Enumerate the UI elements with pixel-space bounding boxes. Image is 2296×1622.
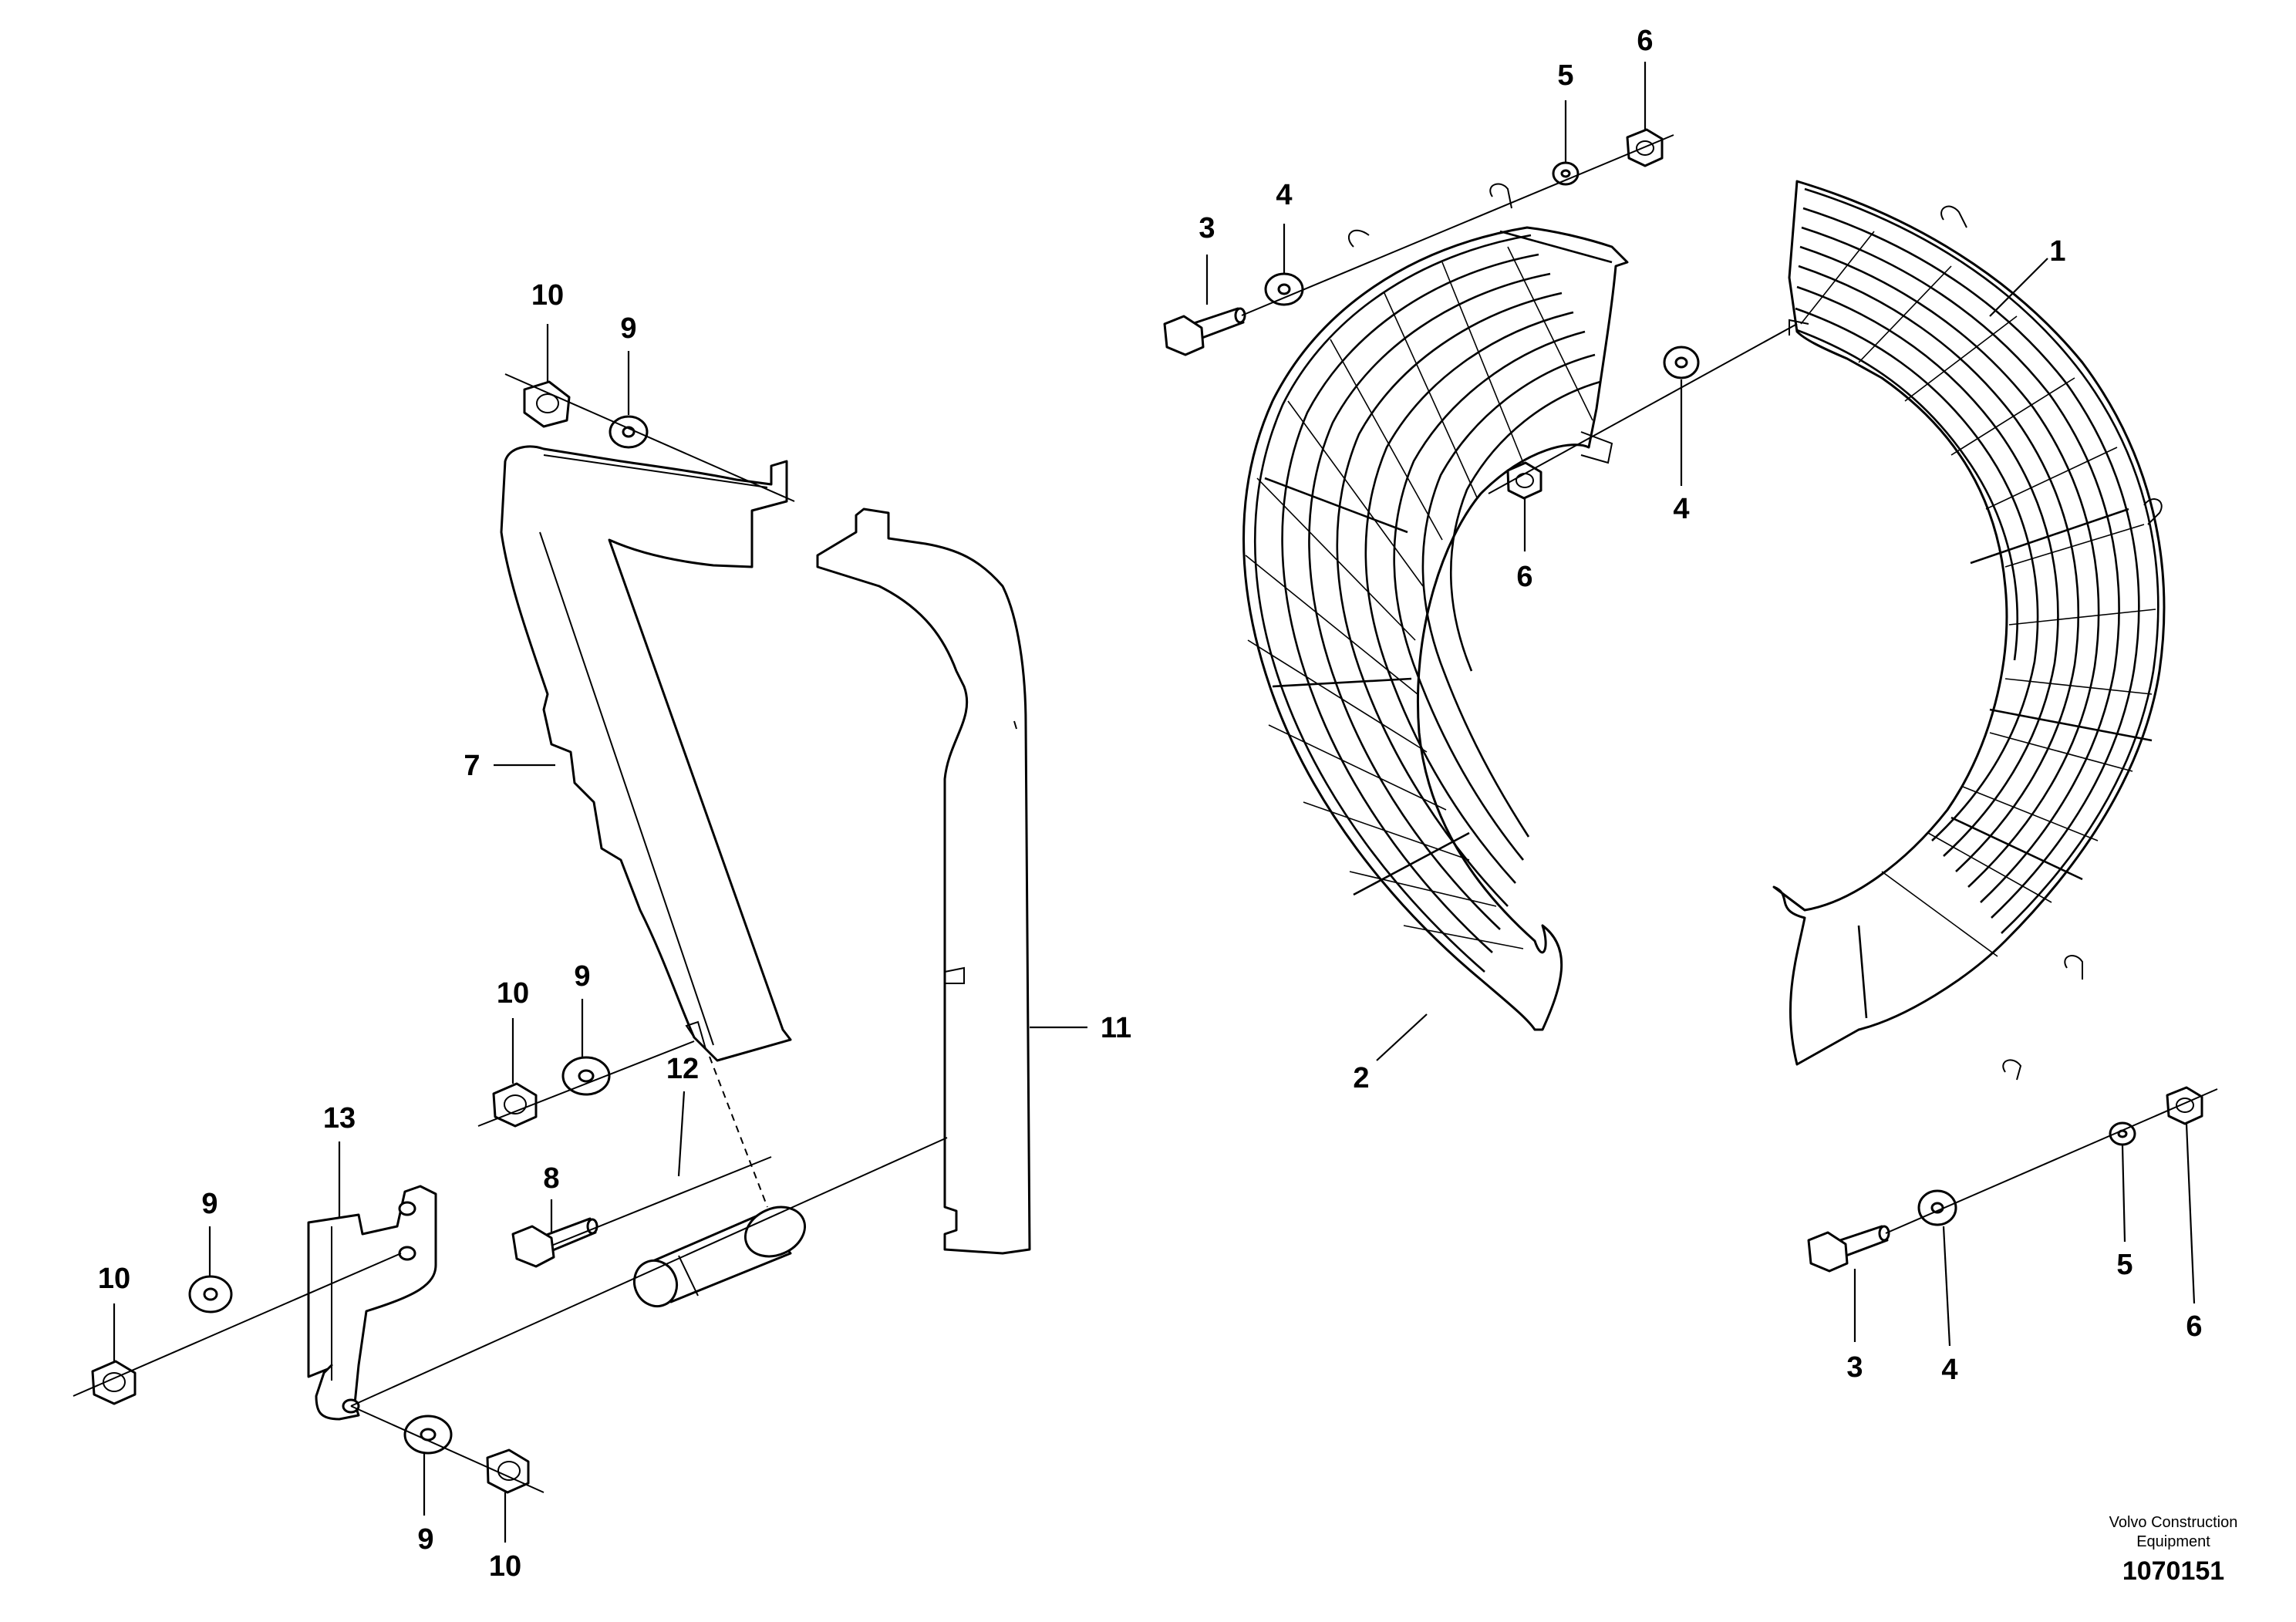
callout-12: 12 [666,1053,699,1085]
callout-13: 13 [323,1102,356,1135]
part-13-bracket [307,1185,437,1421]
part-6-nut-bottom [2166,1086,2203,1125]
callout-3-top: 3 [1199,212,1215,244]
callout-6-top: 6 [1637,25,1653,57]
callout-9-top: 9 [620,312,636,345]
part-10-nut-mid [492,1082,538,1128]
callout-4-mid: 4 [1673,493,1689,525]
part-9-washer-mid [561,1056,611,1096]
callout-8: 8 [543,1162,559,1195]
callout-6-bottom: 6 [2186,1310,2202,1343]
part-12-spacer [632,1206,807,1308]
part-5-washer-top [1552,161,1580,186]
callout-11: 11 [1101,1012,1131,1044]
callout-4-top: 4 [1276,179,1292,211]
credit-line-2: Equipment [2136,1533,2210,1550]
part-9-washer-top [609,415,649,449]
callout-4-bottom: 4 [1941,1354,1957,1386]
callout-labels: 1 2 3 3 4 4 4 5 5 6 6 6 7 8 9 9 9 9 10 1… [98,25,2203,1583]
part-9-washer-bottom [403,1415,453,1455]
part-4-washer-bottom [1917,1189,1957,1226]
part-10-nut-bottom [486,1448,530,1494]
assembly-lines-right [1241,134,2218,1234]
part-11-plate [816,508,1031,1255]
part-8-bolt [511,1217,598,1268]
part-3-bolt-bottom [1807,1225,1890,1273]
callout-9-mid: 9 [574,960,590,993]
document-number: 1070151 [2122,1556,2224,1586]
callout-10-top: 10 [531,279,564,312]
callout-9-left: 9 [201,1188,217,1220]
leader-lines [113,62,2196,1543]
part-10-nut-left [91,1360,137,1405]
callout-10-mid: 10 [497,977,529,1010]
callout-5-top: 5 [1557,59,1573,92]
callout-3-bottom: 3 [1846,1351,1863,1384]
part-2-fan-guard [1242,183,1629,1031]
dashed-alignment-line [709,1056,768,1208]
part-10-nut-top [523,380,571,428]
part-1-fan-guard [1772,180,2166,1081]
part-7-bracket [500,445,792,1062]
callout-6-mid: 6 [1516,561,1532,593]
credit-line-1: Volvo Construction [2109,1514,2238,1531]
part-4-washer-mid [1663,346,1700,379]
callout-1: 1 [2049,235,2065,268]
callout-9-bottom: 9 [417,1523,433,1556]
part-6-nut-mid [1506,461,1542,500]
callout-10-left: 10 [98,1263,130,1295]
callout-10-bottom: 10 [489,1550,521,1583]
part-9-washer-left [188,1275,233,1313]
assembly-lines-left [72,373,948,1493]
callout-5-bottom: 5 [2116,1249,2132,1281]
callout-2: 2 [1353,1062,1369,1094]
credit-block: Volvo Construction Equipment 1070151 [2109,1514,2238,1586]
callout-7: 7 [464,750,480,782]
part-3-bolt-top [1163,307,1246,356]
part-4-washer-top [1264,272,1304,306]
